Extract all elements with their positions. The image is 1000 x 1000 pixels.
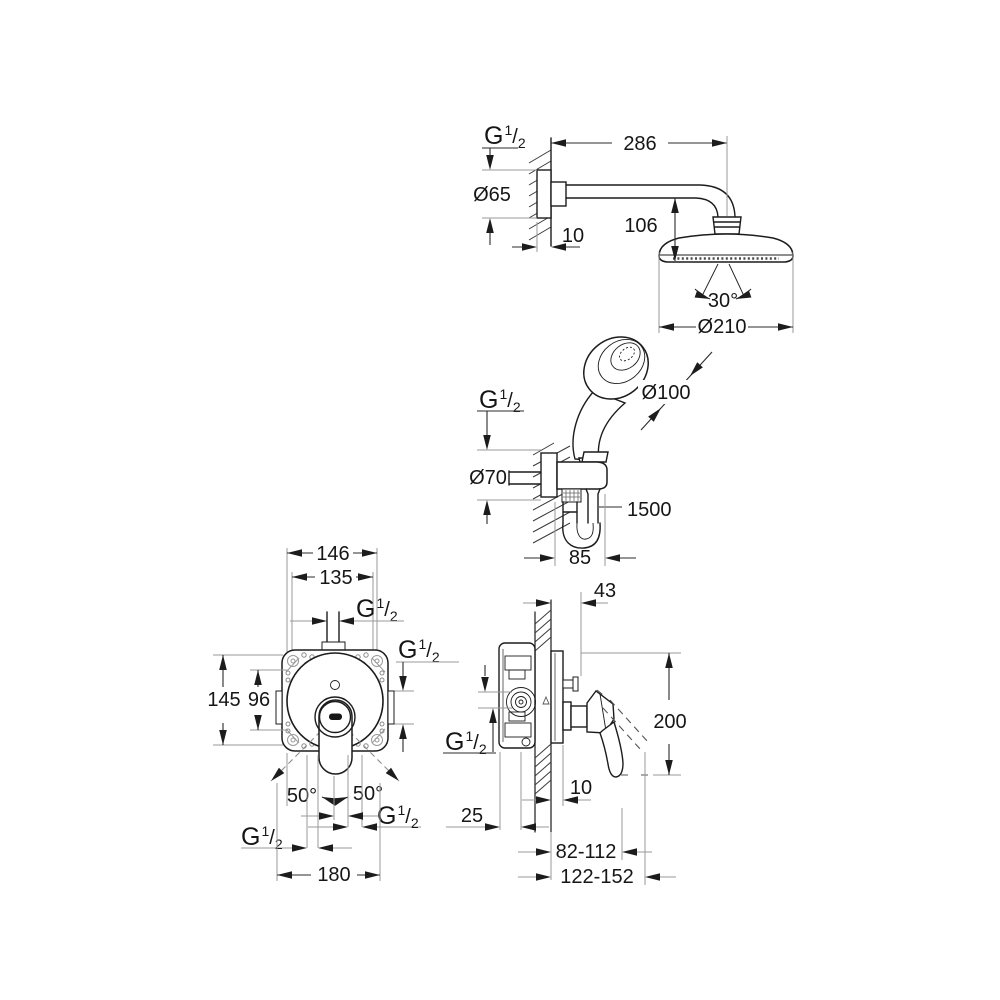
valve-stem	[562, 701, 572, 731]
arm-nut	[712, 216, 742, 235]
thread-size-label: G1/2	[398, 636, 440, 665]
dim-flange-dia: Ø65	[473, 184, 511, 206]
rough-in-box-side	[498, 642, 536, 749]
supply-pipe	[508, 470, 543, 486]
thread-size-label: G1/2	[377, 802, 419, 831]
valve-cartridge	[506, 687, 536, 717]
diverter-button	[330, 680, 340, 690]
side-tab-right	[387, 690, 395, 725]
dim-outer-height: 145	[207, 689, 240, 711]
dim-plate-depth: 10	[570, 777, 592, 799]
handle-lever	[599, 720, 624, 778]
dim-inner-width: 135	[319, 567, 352, 589]
dim-spray-angle: 30°	[708, 290, 738, 312]
dim-swing-right: 50°	[353, 783, 383, 805]
thread-size-label: G1/2	[479, 386, 521, 415]
limit-screw	[562, 676, 579, 692]
thread-size-label: G1/2	[484, 122, 526, 151]
dim-drop-height: 106	[624, 215, 657, 237]
top-port-stub	[326, 611, 340, 643]
view-head-shower: G1/2 Ø65 286 10 106 30° Ø210	[473, 122, 794, 338]
arm-connector	[550, 181, 567, 207]
thread-size-label: G1/2	[356, 595, 398, 624]
dim-head-dia: Ø210	[698, 316, 747, 338]
dim-hose-length: 1500	[627, 499, 672, 521]
view-hand-shower: G1/2 Ø70 Ø100 1500 85	[469, 336, 713, 569]
dim-outer-width: 146	[316, 543, 349, 565]
dim-install-range-inner: 82-112	[556, 841, 617, 863]
view-mixer-side: 43 200 G1/2 10 25 82-112 122-152	[443, 580, 687, 888]
dim-install-range-outer: 122-152	[560, 866, 633, 888]
thread-size-label: G1/2	[445, 728, 487, 757]
dim-total-height: 200	[653, 711, 686, 733]
shower-holder	[556, 461, 608, 490]
dim-box-depth: 25	[461, 805, 483, 827]
dim-swing-left: 50°	[287, 785, 317, 807]
shower-hose	[562, 488, 601, 549]
thread-size-label: G1/2	[241, 823, 283, 852]
lever-slot	[329, 713, 342, 720]
dim-flange-dia: Ø70	[469, 467, 507, 489]
spray-lines	[701, 263, 745, 297]
dim-total-width: 180	[317, 864, 350, 886]
dim-stop-depth: 43	[594, 580, 616, 602]
faceplate	[550, 650, 564, 744]
hand-shower-handle	[572, 390, 627, 462]
handle-grip	[586, 690, 615, 734]
wall-union	[540, 452, 558, 498]
template-marker	[542, 695, 550, 705]
dim-flange-depth: 10	[562, 225, 584, 247]
side-tab-left	[275, 690, 283, 725]
shower-arm	[565, 184, 736, 218]
wall-flange	[536, 169, 552, 219]
dim-holder-offset: 85	[569, 547, 591, 569]
dim-head-dia: Ø100	[642, 382, 691, 404]
view-mixer-front: 146 135 G1/2 G1/2	[207, 543, 459, 886]
hose-connector	[561, 488, 582, 503]
hand-shower-head	[583, 336, 649, 400]
dim-arm-projection: 286	[623, 133, 656, 155]
dim-inner-height: 96	[248, 689, 270, 711]
holder-seat	[581, 451, 609, 463]
handle-alt-position	[596, 689, 649, 751]
